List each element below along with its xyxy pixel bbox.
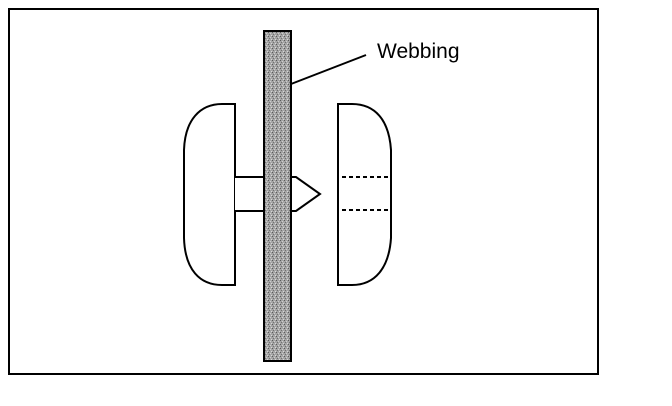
- webbing-label: Webbing: [377, 40, 460, 63]
- webbing-strap: [263, 30, 292, 362]
- right-fastener-head: [337, 103, 392, 286]
- figure-border: [8, 8, 599, 375]
- callout-leader-line: [290, 54, 367, 85]
- left-fastener-head: [183, 103, 236, 286]
